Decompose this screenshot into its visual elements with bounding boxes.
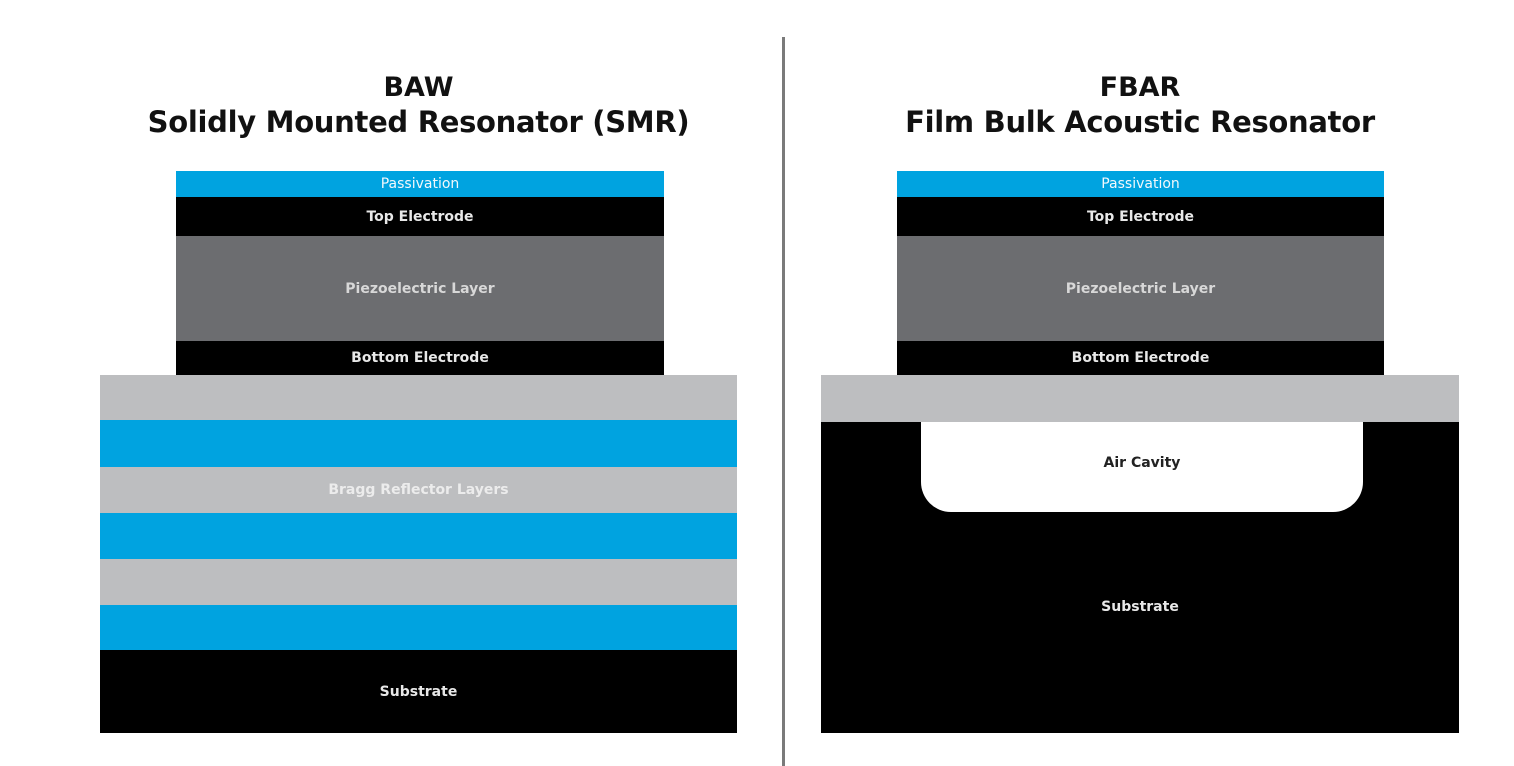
bragg-layer-high-2: [100, 513, 737, 559]
smr-passivation-layer: Passivation: [176, 171, 664, 197]
fbar-title-acronym: FBAR: [1099, 72, 1181, 103]
fbar-substrate-label: Substrate: [1101, 599, 1179, 615]
smr-bottom-electrode-layer: Bottom Electrode: [176, 341, 664, 375]
fbar-bottom-electrode-layer: Bottom Electrode: [897, 341, 1384, 375]
air-cavity: Air Cavity: [921, 422, 1363, 512]
smr-title-full: Solidly Mounted Resonator (SMR): [147, 105, 690, 139]
bragg-layer-low-1: [100, 375, 737, 420]
fbar-title-full: Film Bulk Acoustic Resonator: [905, 105, 1375, 139]
panel-divider: [782, 37, 785, 766]
bragg-reflector-label: Bragg Reflector Layers: [328, 482, 509, 498]
fbar-top-electrode-label: Top Electrode: [1086, 208, 1195, 225]
smr-substrate-label: Substrate: [379, 683, 458, 700]
fbar-bottom-electrode-label: Bottom Electrode: [1071, 350, 1210, 366]
bragg-layer-low-2: Bragg Reflector Layers: [100, 467, 737, 513]
bragg-layer-high-3: [100, 605, 737, 650]
bragg-layer-high-1: [100, 420, 737, 467]
fbar-piezo-layer: Piezoelectric Layer: [897, 236, 1384, 341]
smr-top-electrode-layer: Top Electrode: [176, 197, 664, 236]
smr-bottom-electrode-label: Bottom Electrode: [351, 350, 489, 366]
smr-top-electrode-label: Top Electrode: [366, 208, 474, 225]
fbar-passivation-label: Passivation: [1101, 176, 1180, 192]
fbar-membrane-support: [821, 375, 1459, 422]
fbar-passivation-layer: Passivation: [897, 171, 1384, 197]
smr-piezo-label: Piezoelectric Layer: [345, 280, 495, 297]
fbar-top-electrode-layer: Top Electrode: [897, 197, 1384, 236]
fbar-piezo-label: Piezoelectric Layer: [1065, 280, 1216, 297]
smr-title-acronym: BAW: [383, 72, 454, 103]
smr-substrate: Substrate: [100, 650, 737, 733]
bragg-layer-low-3: [100, 559, 737, 605]
smr-piezo-layer: Piezoelectric Layer: [176, 236, 664, 341]
air-cavity-label: Air Cavity: [1103, 455, 1181, 471]
smr-passivation-label: Passivation: [380, 176, 460, 192]
